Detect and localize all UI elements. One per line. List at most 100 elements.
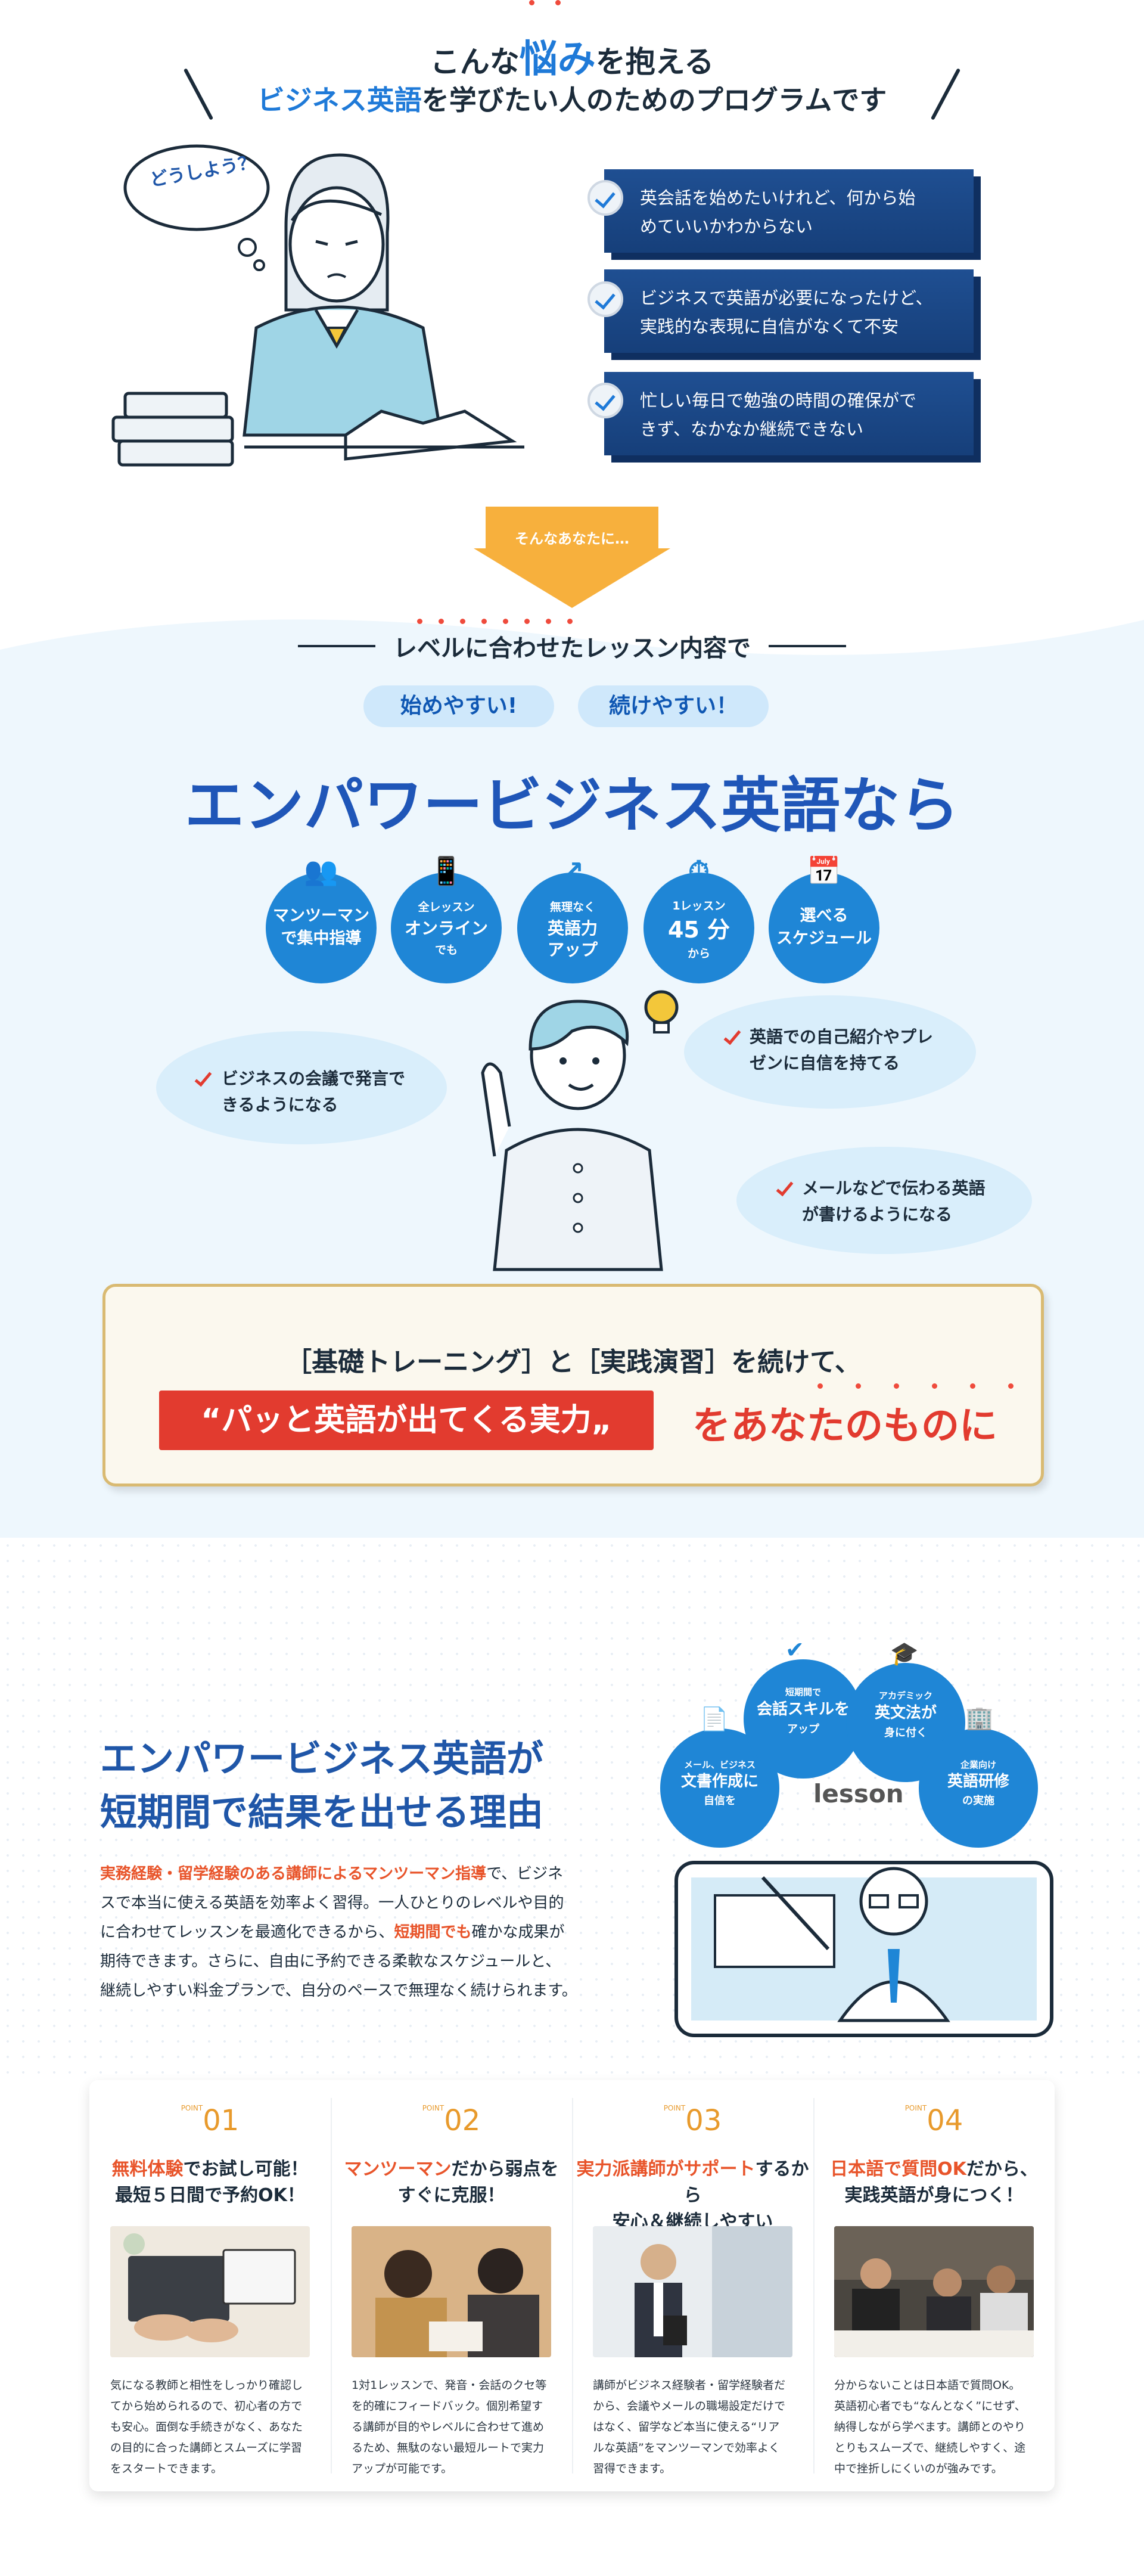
bubble-2-main1: 会話スキルを — [756, 1700, 850, 1718]
point-card-1: POINT01 無料体験でお試し可能！ 最短５日間で予約OK！ 気になる教師と相… — [89, 2080, 331, 2491]
point-3-label: POINT — [663, 2104, 686, 2112]
arrow-label: そんなあなたに… — [515, 530, 629, 547]
feature-schedule: 📅 選べるスケジュール — [769, 855, 879, 983]
worry-3-line2: きず、なかなか継続できない — [640, 419, 863, 439]
point-4-heading-2: 実践英語が身につく！ — [844, 2185, 1024, 2206]
rule-left — [298, 645, 375, 647]
feature-skillup: ↗ 無理なく英語力アップ — [517, 855, 628, 983]
point-4-num: 04 — [927, 2104, 963, 2137]
worry-1-line2: めていいかわからない — [640, 216, 813, 237]
point-2-label: POINT — [422, 2104, 444, 2112]
point-2-text: 1対1レッスンで、発音・会話のクセ等 を的確にフィードバック。個別希望す る講師… — [352, 2375, 554, 2479]
point-2-number: POINT02 — [331, 2104, 572, 2137]
benefit-email: メールなどで伝わる英語が書けるようになる — [736, 1147, 1032, 1254]
callout-emphasis-dots — [817, 1383, 1080, 1391]
worry-3-line1: 忙しい毎日で勉強の時間の確保がで — [640, 390, 917, 411]
instructor-photo — [593, 2226, 792, 2357]
point-2-line: 1対1レッスンで、発音・会話のクセ等 — [352, 2379, 547, 2392]
point-3-text: 講師がビジネス経験者・留学経験者だ から、会議やメールの職場設定だけで はなく、… — [593, 2375, 795, 2479]
check-icon — [587, 281, 623, 317]
point-4-line: 納得しながら学べます。講師とのやり — [834, 2420, 1025, 2434]
point-1-line: の目的に合った講師とスムーズに学習 — [110, 2441, 303, 2454]
feature-2-l1: 全レッスン — [418, 901, 475, 914]
accent-dots — [529, 0, 577, 8]
brand-title: エンパワービジネス英語なら — [185, 771, 959, 840]
idea-man-illustration — [481, 990, 679, 1271]
point-1-heading: 無料体験でお試し可能！ 最短５日間で予約OK！ — [89, 2156, 331, 2209]
laptop-photo — [110, 2226, 310, 2357]
worries-subtitle-post: を学びたい人のためのプログラムです — [421, 84, 887, 116]
point-4-line: 分からないことは日本語で質問OK。 — [834, 2379, 1021, 2392]
point-4-line: 中で挫折しにくいのが強みです。 — [834, 2462, 1003, 2475]
worries-title-post: を抱える — [595, 45, 714, 79]
point-4-line: とりもスムーズで、継続しやすく、途 — [834, 2441, 1026, 2454]
benefit-3-l2: が書けるようになる — [802, 1205, 953, 1224]
bubble-grammar: アカデミック 英文法が 身に付く — [846, 1663, 965, 1782]
feature-2-l3: でも — [434, 944, 458, 957]
point-3-line: 講師がビジネス経験者・留学経験者だ — [593, 2379, 786, 2392]
graduation-cap-icon: 🎓 — [890, 1640, 919, 1666]
feature-2-l2: オンライン — [404, 918, 488, 938]
feature-1-l1: マンツーマン — [273, 907, 369, 925]
benefit-3-l1: メールなどで伝わる英語 — [802, 1178, 986, 1198]
lesson-label: lesson — [813, 1779, 904, 1808]
lesson-illustration — [674, 1861, 1053, 2037]
point-2-line: を的確にフィードバック。個別希望す — [352, 2400, 543, 2413]
worries-title: こんな悩みを抱える — [0, 29, 1144, 83]
benefit-1-l2: きるようになる — [222, 1095, 338, 1115]
people-icon: 👥 — [304, 855, 338, 887]
point-2-line: アップが可能です。 — [352, 2462, 453, 2475]
point-3-heading-1: するから — [683, 2159, 809, 2206]
reason-text-4: に合わせてレッスンを最適化できるから、 — [100, 1923, 394, 1941]
point-4-heading-1: だから、 — [966, 2159, 1038, 2180]
point-1-text: 気になる教師と相性をしっかり確認し てから始められるので、初心者の方で も安心。… — [110, 2375, 313, 2479]
growth-arrow-icon: ↗ — [561, 855, 585, 887]
worry-card-3: 忙しい毎日で勉強の時間の確保がで きず、なかなか継続できない — [604, 372, 974, 455]
bubble-corporate: 企業向け 英語研修 の実施 — [919, 1728, 1038, 1848]
check-icon — [587, 180, 623, 216]
worry-card-2: ビジネスで英語が必要になったけど、 実践的な表現に自信がなくて不安 — [604, 269, 974, 353]
tutoring-photo — [352, 2226, 551, 2357]
point-2-heading-2: すぐに克服！ — [397, 2185, 505, 2206]
point-1-line: をスタートできます。 — [110, 2462, 223, 2475]
pill-easy-continue: 続けやすい！ — [578, 685, 769, 727]
point-1-num: 01 — [203, 2104, 240, 2137]
rule-right — [769, 645, 846, 647]
point-2-heading-accent: マンツーマン — [344, 2159, 452, 2180]
card-divider — [331, 2098, 332, 2473]
point-2-heading-1: だから弱点を — [451, 2159, 559, 2180]
point-3-line: から、会議やメールの職場設定だけで — [593, 2400, 786, 2413]
point-3-number: POINT03 — [572, 2104, 813, 2137]
point-4-number: POINT04 — [813, 2104, 1055, 2137]
point-2-num: 02 — [444, 2104, 481, 2137]
calendar-icon: 📅 — [807, 855, 841, 887]
point-card-2: POINT02 マンツーマンだから弱点を すぐに克服！ 1対1レッスンで、発音・… — [331, 2080, 572, 2491]
reason-section — [0, 1538, 1144, 2074]
bubble-4-small: 企業向け — [960, 1759, 996, 1770]
bubble-2-main2: アップ — [787, 1723, 819, 1736]
point-1-line: てから始められるので、初心者の方で — [110, 2400, 303, 2413]
point-4-label: POINT — [904, 2104, 927, 2112]
point-1-line: も安心。面倒な手続きがなく、あなた — [110, 2420, 303, 2434]
emphasis-dots — [417, 619, 584, 626]
worry-1-line1: 英会話を始めたいけれど、何から始 — [640, 188, 916, 208]
bubble-2-small: 短期間で — [785, 1687, 821, 1697]
document-icon: 📄 — [700, 1706, 729, 1732]
building-icon: 🏢 — [965, 1705, 994, 1731]
point-card-4: POINT04 日本語で質問OKだから、 実践英語が身につく！ 分からないことは… — [813, 2080, 1055, 2491]
worries-subtitle-accent: ビジネス英語 — [257, 84, 422, 116]
feature-4-l2: 45 分 — [667, 917, 730, 943]
check-icon — [587, 383, 623, 418]
wave-top — [0, 596, 1144, 655]
point-1-number: POINT01 — [89, 2104, 331, 2137]
point-1-heading-1: でお試し可能！ — [183, 2159, 309, 2180]
point-3-num: 03 — [685, 2104, 722, 2137]
feature-mantoman: 👥 マンツーマンで集中指導 — [266, 855, 377, 983]
point-1-line: 気になる教師と相性をしっかり確認し — [110, 2379, 303, 2392]
phone-icon: 📱 — [429, 855, 464, 887]
feature-3-l3: アップ — [547, 940, 598, 960]
point-4-line: 英語初心者でも“なんとなく”にせず、 — [834, 2400, 1026, 2413]
point-1-label: POINT — [181, 2104, 203, 2112]
reason-title-line2: 短期間で結果を出せる理由 — [100, 1790, 544, 1834]
